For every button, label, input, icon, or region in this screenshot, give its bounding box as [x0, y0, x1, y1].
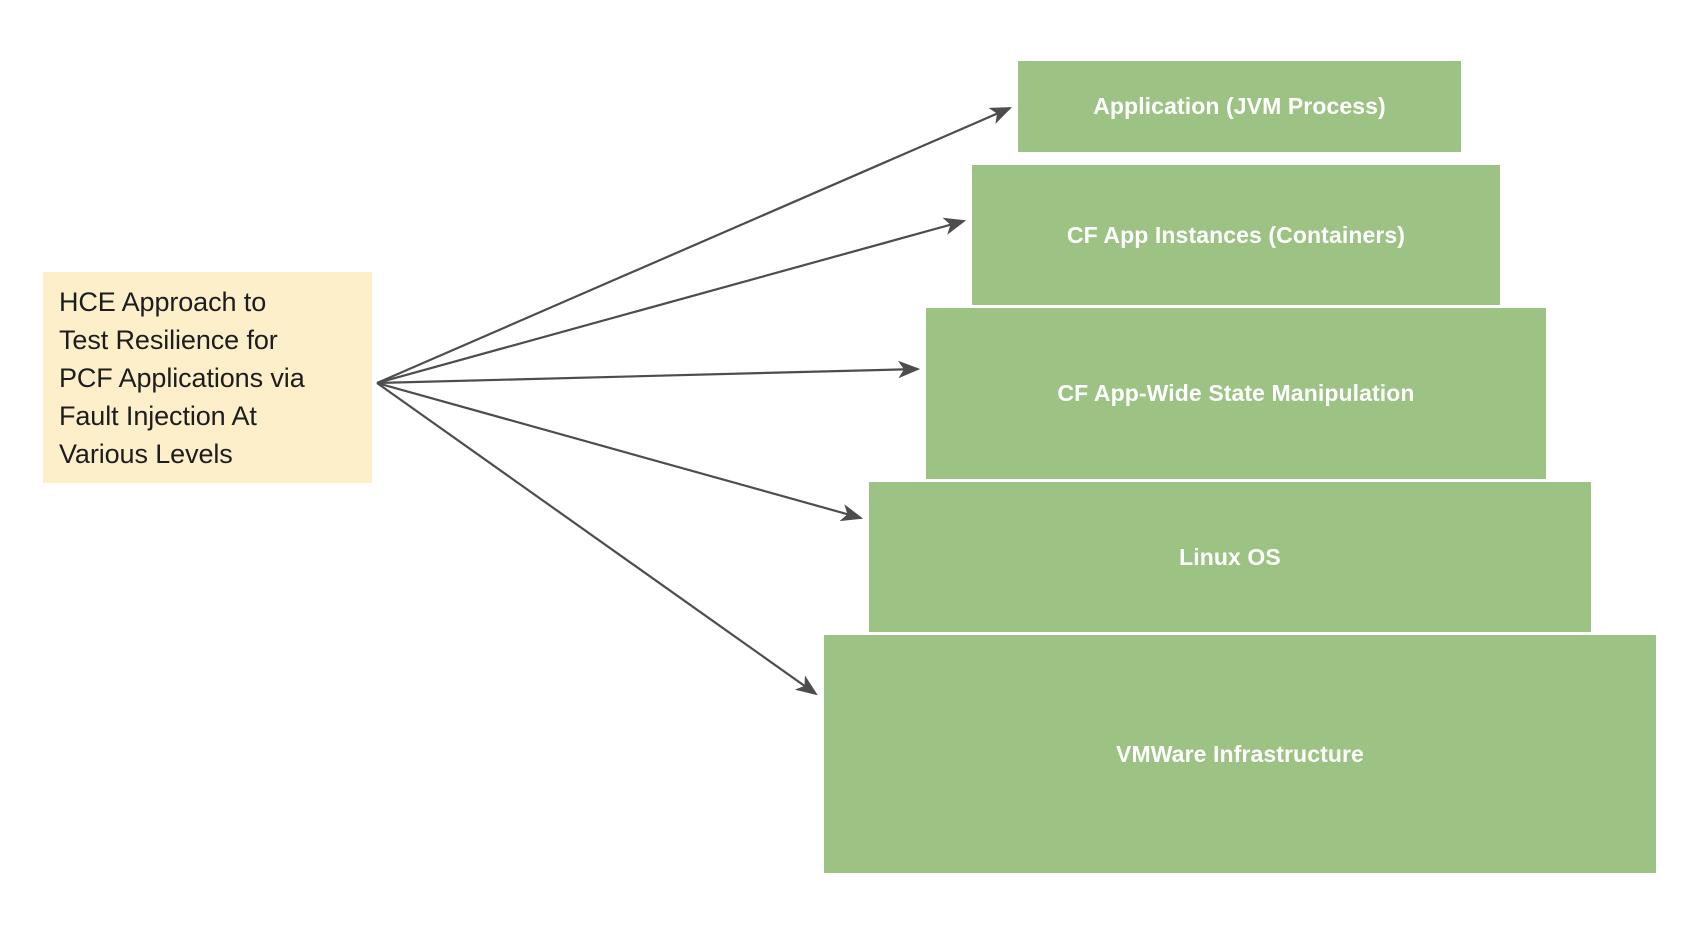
layer-label-cf-app-wide-state: CF App-Wide State Manipulation [1057, 380, 1415, 406]
arrow-to-layer-application [376, 106, 1013, 385]
arrow-to-layer-cf-app-instances [376, 217, 967, 385]
arrow-to-layer-cf-app-wide-state [376, 360, 921, 385]
layer-box-cf-app-instances[interactable]: CF App Instances (Containers) [972, 165, 1500, 305]
layer-box-application[interactable]: Application (JVM Process) [1018, 61, 1461, 152]
arrow-to-layer-vmware-infrastructure [376, 382, 818, 696]
layer-box-cf-app-wide-state[interactable]: CF App-Wide State Manipulation [926, 308, 1546, 479]
layer-label-vmware-infrastructure: VMWare Infrastructure [1116, 740, 1364, 767]
arrow-to-layer-linux-os [376, 381, 864, 522]
layer-box-linux-os[interactable]: Linux OS [869, 482, 1591, 632]
layer-box-vmware-infrastructure[interactable]: VMWare Infrastructure [824, 635, 1656, 873]
note-box-hce-approach: HCE Approach to Test Resilience for PCF … [43, 272, 372, 483]
note-box-label: HCE Approach to Test Resilience for PCF … [59, 286, 305, 469]
layer-label-linux-os: Linux OS [1179, 543, 1281, 570]
layer-label-cf-app-instances: CF App Instances (Containers) [1066, 221, 1406, 248]
layer-label-application: Application (JVM Process) [1093, 93, 1386, 119]
